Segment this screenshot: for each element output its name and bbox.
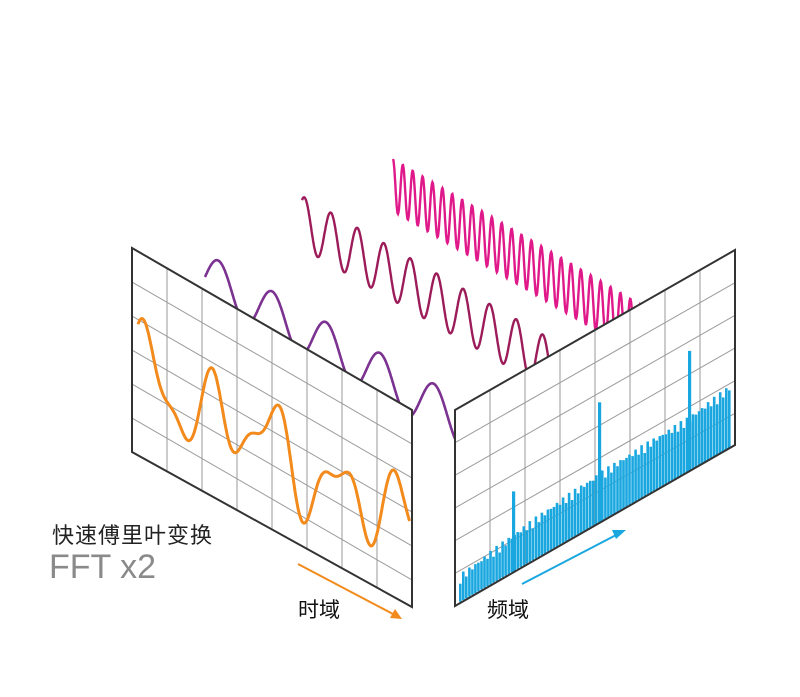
frequency-domain-panel: [454, 248, 736, 608]
fft-title-chinese: 快速傅里叶变换: [52, 524, 214, 549]
fft-title-english: FFT x2: [49, 548, 157, 586]
frequency-domain-label: 频域: [487, 598, 529, 622]
time-signal: [136, 317, 412, 548]
arrow-right-down-icon: [297, 563, 402, 619]
high-frequency-wave: [391, 158, 667, 372]
time-domain-label: 时域: [298, 598, 340, 622]
time-domain-panel: [131, 246, 413, 609]
spectrum: [459, 350, 731, 602]
time-panel-border: [131, 246, 413, 609]
arrow-right-up-icon: [521, 530, 626, 585]
frequency-panel-border: [454, 248, 736, 608]
